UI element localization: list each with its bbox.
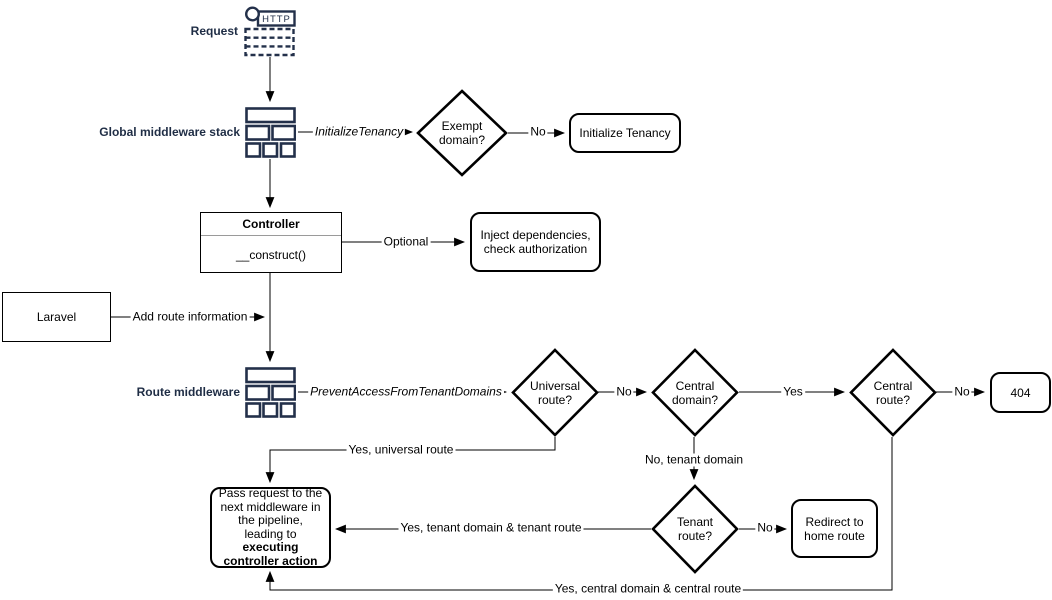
decision-central-route: Central route? bbox=[849, 348, 937, 437]
inject-dependencies-box: Inject dependencies, check authorization bbox=[470, 212, 601, 272]
decision-exempt-domain: Exempt domain? bbox=[416, 89, 508, 177]
route-middleware-label: Route middleware bbox=[136, 385, 240, 399]
decision-tenant-route-text: Tenant route? bbox=[676, 515, 714, 543]
controller-box: Controller __construct() bbox=[200, 212, 342, 273]
not-found-404-box: 404 bbox=[990, 372, 1051, 413]
edge-label-add-route-information: Add route information bbox=[130, 309, 250, 324]
decision-exempt-domain-text: Exempt domain? bbox=[438, 119, 486, 147]
edge-label-yes-central-domain-route: Yes, central domain & central route bbox=[552, 581, 744, 596]
edge-label-no-universal: No bbox=[614, 384, 634, 399]
initialize-tenancy-box: Initialize Tenancy bbox=[569, 113, 681, 153]
edge-label-yes-tenant-domain-route: Yes, tenant domain & tenant route bbox=[398, 520, 584, 535]
decision-universal-route-text: Universal route? bbox=[529, 378, 580, 407]
pass-request-text: Pass request to the next middleware in t… bbox=[218, 486, 323, 568]
redirect-home-route-box: Redirect to home route bbox=[791, 499, 878, 558]
request-label: Request bbox=[190, 24, 238, 38]
global-middleware-stack-icon bbox=[245, 107, 297, 158]
edge-label-prevent-access: PreventAccessFromTenantDomains bbox=[308, 384, 504, 399]
edge-label-no-tenant-domain: No, tenant domain bbox=[642, 452, 746, 467]
decision-central-domain-text: Central domain? bbox=[671, 378, 719, 407]
decision-tenant-route: Tenant route? bbox=[651, 484, 739, 574]
decision-central-domain: Central domain? bbox=[651, 348, 739, 437]
edge-label-initialize-tenancy: InitializeTenancy bbox=[312, 124, 406, 139]
http-request-icon: HTTP bbox=[244, 6, 297, 57]
laravel-box: Laravel bbox=[2, 292, 111, 342]
edge-label-yes-universal-route: Yes, universal route bbox=[346, 442, 456, 457]
edge-label-yes-central-domain: Yes bbox=[781, 384, 805, 399]
edge-label-optional: Optional bbox=[381, 234, 431, 249]
pass-request-box: Pass request to the next middleware in t… bbox=[210, 486, 331, 568]
decision-central-route-text: Central route? bbox=[873, 378, 913, 407]
global-middleware-label: Global middleware stack bbox=[99, 125, 240, 139]
edge-label-no-exempt: No bbox=[528, 124, 548, 139]
http-icon-text: HTTP bbox=[262, 14, 291, 25]
edge-label-no-central-route: No bbox=[952, 384, 972, 399]
controller-box-method: __construct() bbox=[235, 247, 307, 262]
route-middleware-stack-icon bbox=[245, 367, 297, 418]
controller-box-title: Controller bbox=[201, 213, 341, 236]
pass-request-text-bold: executing controller action bbox=[223, 540, 318, 568]
decision-universal-route: Universal route? bbox=[511, 348, 599, 437]
edge-label-no-tenant-route: No bbox=[755, 520, 775, 535]
